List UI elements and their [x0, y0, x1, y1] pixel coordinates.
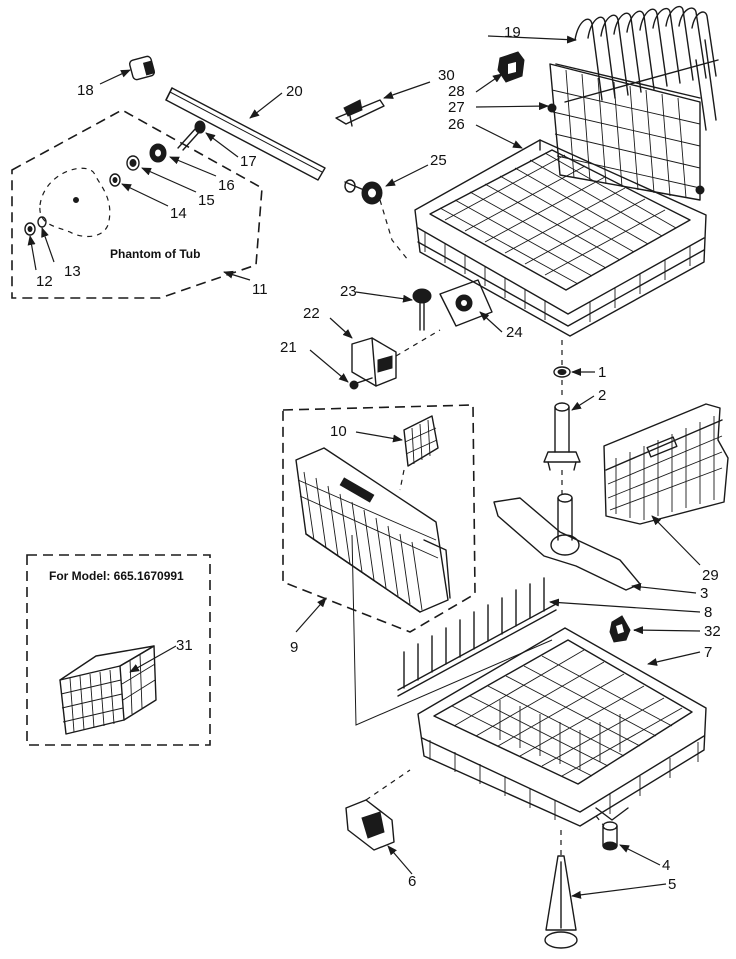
part-19-tine-row — [564, 5, 719, 131]
part-number-32: 32 — [704, 623, 721, 640]
bracket-guide-line — [365, 769, 411, 801]
part-number-19: 19 — [504, 24, 521, 41]
part-number-22: 22 — [303, 305, 320, 322]
part-number-10: 10 — [330, 423, 347, 440]
part-18-end-cap — [128, 55, 156, 81]
part-number-6: 6 — [408, 873, 416, 890]
part-12-nut — [24, 222, 36, 236]
wheel-guide-line — [595, 815, 605, 827]
part-2-feed-tube — [543, 402, 581, 471]
part-5-post — [544, 855, 578, 949]
part-number-27: 27 — [448, 99, 465, 116]
part-number-29: 29 — [702, 567, 719, 584]
part-number-7: 7 — [704, 644, 712, 661]
part-number-2: 2 — [598, 387, 606, 404]
part-number-24: 24 — [506, 324, 523, 341]
part-3-spray-arm — [493, 493, 641, 591]
part-13-washer — [37, 216, 47, 228]
part-24-bracket — [439, 279, 493, 327]
part-number-21: 21 — [280, 339, 297, 356]
part-number-12: 12 — [36, 273, 53, 290]
part-number-20: 20 — [286, 83, 303, 100]
part-number-23: 23 — [340, 283, 357, 300]
part-21-screw — [349, 377, 373, 390]
part-7-lower-rack — [417, 627, 707, 827]
part-22-stop — [351, 337, 397, 387]
part-number-28: 28 — [448, 83, 465, 100]
part-25-roller — [344, 179, 383, 205]
stop-guide-line — [395, 329, 441, 357]
phantom-label: Phantom of Tub — [110, 247, 200, 261]
part-number-31: 31 — [176, 637, 193, 654]
part-number-1: 1 — [598, 364, 606, 381]
part-31-cutlery-basket — [59, 645, 157, 735]
part-number-16: 16 — [218, 177, 235, 194]
part-9-rack-insert — [295, 447, 451, 613]
model-note-label: For Model: 665.1670991 — [49, 569, 184, 583]
part-number-9: 9 — [290, 639, 298, 656]
part-20-track-rail — [165, 87, 326, 181]
part-30-clip — [335, 99, 385, 127]
model-note-box — [26, 554, 211, 746]
insert-guide-line — [399, 469, 405, 491]
part-number-25: 25 — [430, 152, 447, 169]
leader-lines — [27, 35, 701, 899]
part-28-adjuster — [497, 51, 525, 83]
part-23-screw — [412, 288, 432, 331]
part-4-wheel — [602, 821, 618, 851]
upper-assembly-guide-line — [379, 199, 409, 261]
part-number-18: 18 — [77, 82, 94, 99]
tub-hole — [73, 197, 79, 203]
part-6-bracket — [345, 799, 395, 851]
part-number-15: 15 — [198, 192, 215, 209]
part-27-rack-gate — [547, 63, 705, 201]
part-9-group-outline — [282, 404, 476, 633]
part-14-washer — [109, 173, 121, 187]
part-17-stud — [177, 120, 206, 151]
part-number-11: 11 — [252, 281, 268, 298]
part-number-3: 3 — [700, 585, 708, 602]
part-15-spacer — [126, 155, 140, 171]
part-16-wheel — [149, 143, 167, 163]
part-29-basket — [603, 403, 729, 525]
part-number-14: 14 — [170, 205, 187, 222]
part-number-8: 8 — [704, 604, 712, 621]
part-26-upper-rack — [414, 139, 707, 337]
part-number-4: 4 — [662, 857, 670, 874]
part-32-clip — [609, 615, 631, 643]
part-8-tine-row — [397, 577, 557, 697]
part-number-30: 30 — [438, 67, 455, 84]
part-number-5: 5 — [668, 876, 676, 893]
phantom-tub-outline — [39, 167, 111, 237]
part-11-group-outline — [11, 109, 263, 299]
insert-placement-line — [351, 534, 553, 726]
part-number-26: 26 — [448, 116, 465, 133]
part-number-17: 17 — [240, 153, 257, 170]
part-number-13: 13 — [64, 263, 81, 280]
part-10-insert-section — [403, 415, 439, 467]
